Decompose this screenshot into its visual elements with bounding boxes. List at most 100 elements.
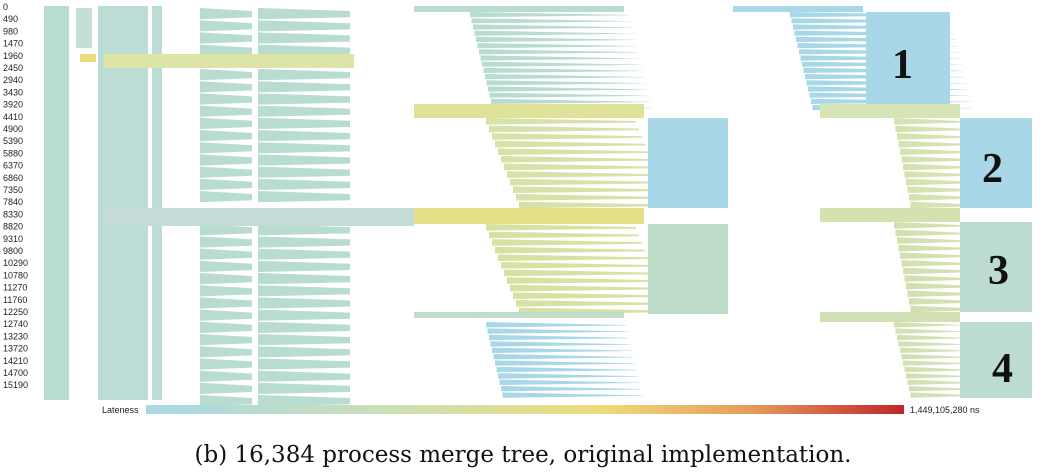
timeline-stair — [510, 178, 660, 186]
timeline-stair — [498, 373, 638, 379]
timeline-stair — [898, 140, 965, 148]
timeline-stair — [894, 118, 960, 125]
timeline-wedge — [200, 81, 252, 93]
timeline-block — [414, 312, 624, 318]
row-tick-label: 8820 — [3, 222, 23, 232]
timeline-stair — [895, 229, 962, 237]
timeline-wedge — [258, 321, 350, 333]
timeline-stair — [907, 290, 974, 297]
timeline-wedge — [200, 191, 252, 203]
timeline-stair — [488, 86, 648, 92]
timeline-stair — [492, 133, 642, 140]
timeline-stair — [493, 354, 634, 360]
timeline-stair — [471, 18, 632, 24]
row-tick-label: 5390 — [3, 136, 23, 146]
timeline-wedge — [258, 224, 350, 236]
row-tick-label: 2450 — [3, 63, 23, 73]
timeline-stair — [904, 366, 971, 373]
row-tick-label: 10780 — [3, 270, 28, 280]
timeline-wedge — [200, 142, 252, 154]
timeline-stair — [909, 386, 975, 392]
timeline-wedge — [258, 395, 350, 407]
timeline-stair — [499, 379, 640, 385]
timeline-stair — [898, 244, 965, 252]
timeline-block — [414, 6, 624, 12]
timeline-wedge — [258, 260, 350, 272]
timeline-wedge — [258, 154, 350, 166]
timeline-wedge — [200, 236, 252, 248]
region-label-3: 3 — [988, 248, 1009, 294]
row-tick-label: 980 — [3, 26, 18, 36]
row-tick-label: 4410 — [3, 112, 23, 122]
row-tick-label: 13230 — [3, 331, 28, 341]
timeline-column — [98, 6, 148, 400]
timeline-stair — [513, 186, 663, 193]
timeline-bridge — [104, 208, 414, 226]
timeline-wedge — [200, 382, 252, 394]
timeline-wedge — [258, 273, 350, 285]
timeline-wedge — [200, 166, 252, 178]
timeline-bridge — [414, 208, 644, 224]
timeline-stair — [477, 43, 638, 49]
timeline-block — [960, 118, 1032, 208]
timeline-stair — [491, 98, 651, 104]
timeline-wedge — [258, 178, 350, 190]
merge-tree-visualization: 0490980147019602450294034303920441049005… — [3, 2, 1032, 415]
timeline-wedge — [200, 358, 252, 370]
timeline-column — [44, 6, 69, 400]
timeline-stair — [496, 366, 637, 373]
row-tick-label: 14700 — [3, 368, 28, 378]
timeline-wedge — [200, 248, 252, 260]
timeline-column — [152, 6, 162, 400]
timeline-stair — [504, 269, 654, 277]
timeline-wedge — [200, 309, 252, 321]
timeline-stair — [510, 284, 660, 292]
timeline-stair — [909, 194, 975, 201]
timeline-bridge — [414, 104, 644, 118]
timeline-wedge — [258, 236, 350, 248]
timeline-stair — [903, 267, 969, 275]
timeline-stair — [910, 392, 977, 398]
timeline-wedge — [200, 32, 252, 44]
timeline-wedge — [258, 334, 350, 346]
timeline-stair — [476, 36, 636, 42]
timeline-bridge — [820, 312, 960, 322]
timeline-stair — [489, 92, 650, 98]
timeline-stair — [498, 148, 648, 155]
timeline-stair — [513, 292, 663, 299]
timeline-stair — [904, 171, 971, 178]
timeline-wedge — [200, 224, 252, 236]
timeline-stair — [906, 282, 972, 290]
row-tick-label: 11270 — [3, 283, 27, 293]
timeline-stair — [474, 30, 635, 36]
lateness-legend: Lateness 1,449,105,280 ns — [102, 405, 980, 415]
row-tick-label: 7840 — [3, 197, 23, 207]
timeline-block — [648, 118, 728, 208]
timeline-bridge — [104, 54, 354, 68]
timeline-stair — [479, 49, 639, 55]
timeline-stair — [519, 201, 669, 209]
row-tick-label: 4900 — [3, 124, 23, 134]
timeline-wedge — [258, 105, 350, 117]
timeline-wedge — [258, 309, 350, 321]
timeline-stair — [492, 239, 642, 246]
region-label-1: 1 — [892, 42, 913, 88]
timeline-stair — [487, 328, 628, 334]
timeline-stair — [903, 360, 969, 366]
timeline-block — [960, 222, 1032, 312]
timeline-block — [960, 322, 1032, 398]
timeline-wedge — [258, 69, 350, 81]
timeline-stair — [516, 194, 666, 201]
timeline-wedge — [258, 191, 350, 203]
region-label-4: 4 — [992, 346, 1013, 392]
timeline-stair — [495, 360, 635, 366]
timeline-stair — [904, 275, 971, 282]
timeline-wedge — [258, 248, 350, 260]
timeline-wedge — [200, 395, 252, 407]
timeline-stair — [897, 133, 963, 140]
timeline-stair — [901, 354, 968, 360]
timeline-stair — [502, 392, 643, 398]
timeline-block — [76, 8, 92, 48]
timeline-stair — [489, 231, 639, 239]
